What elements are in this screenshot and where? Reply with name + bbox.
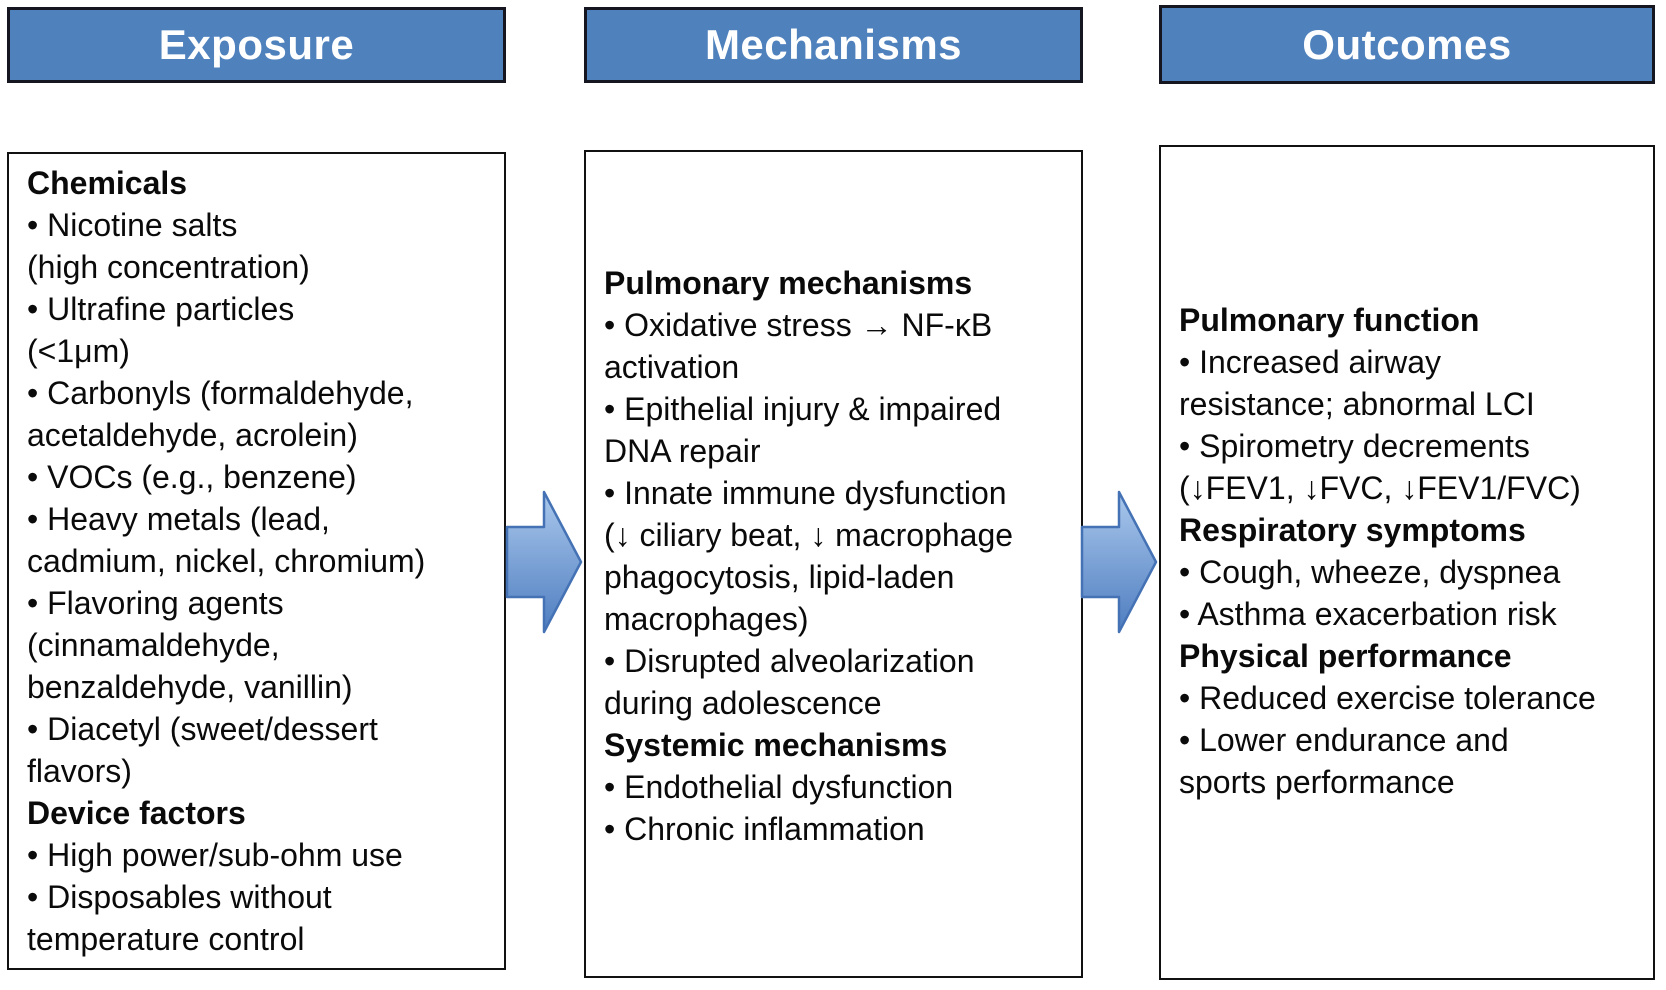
column-header-mechanisms: Mechanisms	[584, 7, 1083, 83]
text-line: during adolescence	[604, 685, 882, 721]
text-line: • High power/sub-ohm use	[27, 837, 403, 873]
section-heading: Pulmonary mechanisms	[604, 265, 973, 301]
text-line: • Epithelial injury & impaired	[604, 391, 1002, 427]
section-heading: Chemicals	[27, 165, 188, 201]
section-heading: Device factors	[27, 795, 246, 831]
column-header-exposure-label: Exposure	[158, 21, 355, 68]
text-line: flavors)	[27, 753, 132, 789]
text-line: (↓ ciliary beat, ↓ macrophage	[604, 517, 1014, 553]
text-line: • Reduced exercise tolerance	[1179, 680, 1596, 716]
text-line: cadmium, nickel, chromium)	[27, 543, 426, 579]
text-line: • Nicotine salts	[27, 207, 238, 243]
column-header-mechanisms-label: Mechanisms	[704, 21, 963, 68]
text-line: • Asthma exacerbation risk	[1179, 596, 1557, 632]
text-line: • Flavoring agents	[27, 585, 284, 621]
text-line: benzaldehyde, vanillin)	[27, 669, 353, 705]
text-line: • Endothelial dysfunction	[604, 769, 954, 805]
text-line: (<1μm)	[27, 333, 130, 369]
section-heading: Physical performance	[1179, 638, 1512, 674]
text-line: • Increased airway	[1179, 344, 1441, 380]
text-line: • Disposables without	[27, 879, 332, 915]
text-line: • Lower endurance and	[1179, 722, 1509, 758]
text-line: • Heavy metals (lead,	[27, 501, 330, 537]
text-line: • Ultrafine particles	[27, 291, 295, 327]
section-heading: Respiratory symptoms	[1179, 512, 1526, 548]
text-line: temperature control	[27, 921, 305, 957]
text-line: (cinnamaldehyde,	[27, 627, 280, 663]
right-arrow-exposure-to-mechanisms-icon	[505, 490, 583, 634]
text-line: acetaldehyde, acrolein)	[27, 417, 358, 453]
text-line: sports performance	[1179, 764, 1455, 800]
column-header-outcomes-label: Outcomes	[1302, 20, 1512, 68]
text-line: • Carbonyls (formaldehyde,	[27, 375, 414, 411]
text-line: • Spirometry decrements	[1179, 428, 1530, 464]
text-line: • Innate immune dysfunction	[604, 475, 1007, 511]
text-line: resistance; abnormal LCI	[1179, 386, 1535, 422]
text-line: • Chronic inflammation	[604, 811, 925, 847]
mechanisms-content-box: Pulmonary mechanisms • Oxidative stress →…	[584, 150, 1083, 978]
text-line: • Disrupted alveolarization	[604, 643, 975, 679]
text-line: activation	[604, 349, 740, 385]
column-header-exposure: Exposure	[7, 7, 506, 83]
text-line: (high concentration)	[27, 249, 310, 285]
text-line: macrophages)	[604, 601, 809, 637]
outcomes-content-box: Pulmonary function • Increased airway resi…	[1159, 145, 1655, 980]
text-line: phagocytosis, lipid-laden	[604, 559, 955, 595]
section-heading: Systemic mechanisms	[604, 727, 948, 763]
text-line: • Cough, wheeze, dyspnea	[1179, 554, 1561, 590]
text-line: • Diacetyl (sweet/dessert	[27, 711, 378, 747]
section-heading: Pulmonary function	[1179, 302, 1480, 338]
exposure-content-box: Chemicals • Nicotine salts (high concentra…	[7, 152, 506, 970]
text-line: DNA repair	[604, 433, 761, 469]
text-line: • VOCs (e.g., benzene)	[27, 459, 357, 495]
text-line: (↓FEV1, ↓FVC, ↓FEV1/FVC)	[1179, 470, 1581, 506]
text-line: • Oxidative stress → NF-κB	[604, 307, 993, 343]
column-header-outcomes: Outcomes	[1159, 5, 1655, 84]
right-arrow-mechanisms-to-outcomes-icon	[1080, 490, 1158, 634]
